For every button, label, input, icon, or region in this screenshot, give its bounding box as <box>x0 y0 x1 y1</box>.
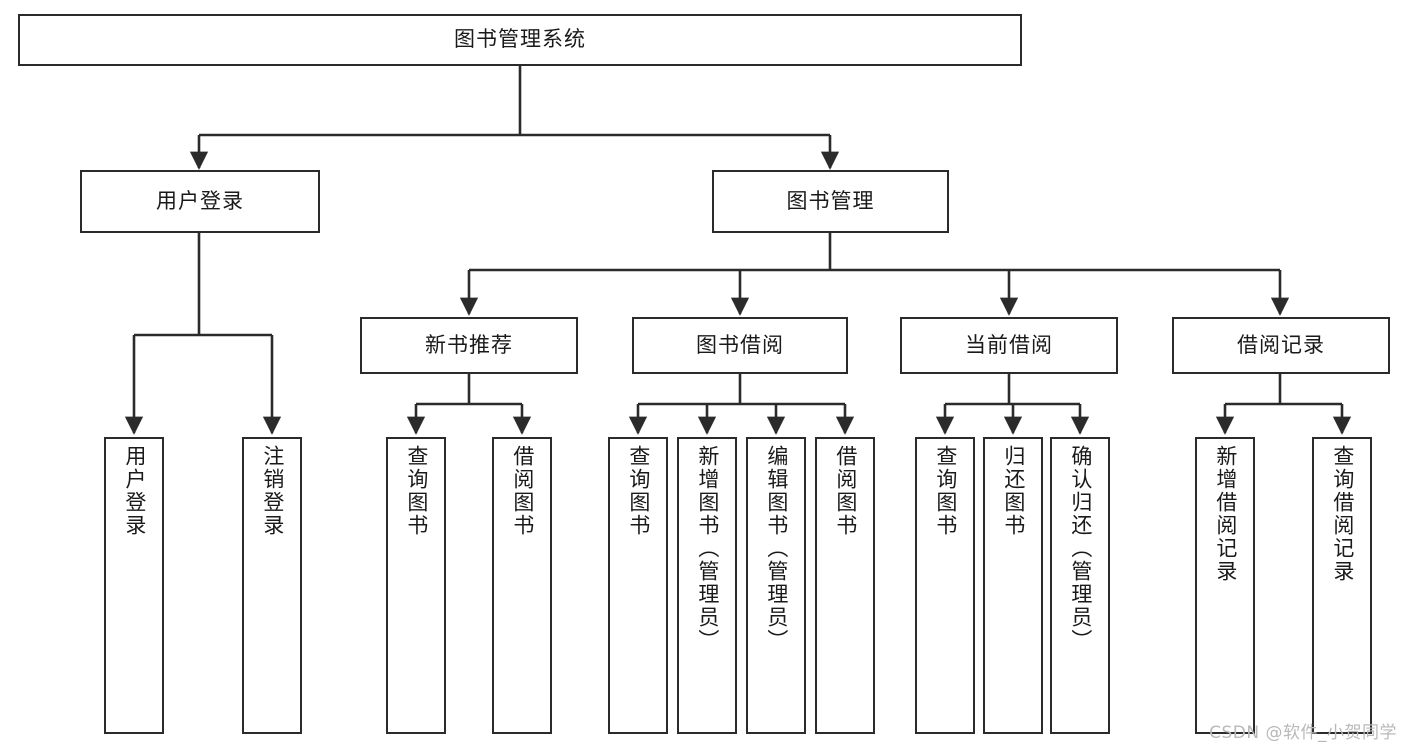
csdn-watermark: CSDN @软件_小贺同学 <box>1209 723 1397 743</box>
leaf-book-borrow-3[interactable]: 编辑图书（管理员） <box>746 437 806 734</box>
node-root[interactable]: 图书管理系统 <box>18 14 1022 66</box>
node-book-manage[interactable]: 图书管理 <box>712 170 949 233</box>
node-new-book-recommend[interactable]: 新书推荐 <box>360 317 578 374</box>
leaf-book-borrow-1-label: 查询图书 <box>626 445 651 537</box>
leaf-current-borrow-2-label: 归还图书 <box>1001 445 1026 537</box>
leaf-new-book-2[interactable]: 借阅图书 <box>492 437 552 734</box>
node-root-label: 图书管理系统 <box>454 27 586 52</box>
leaf-user-login-1[interactable]: 用户登录 <box>104 437 164 734</box>
leaf-user-login-2[interactable]: 注销登录 <box>242 437 302 734</box>
leaf-book-borrow-4-label: 借阅图书 <box>833 445 858 537</box>
leaf-borrow-record-2[interactable]: 查询借阅记录 <box>1312 437 1372 734</box>
leaf-borrow-record-1[interactable]: 新增借阅记录 <box>1195 437 1255 734</box>
leaf-book-borrow-4[interactable]: 借阅图书 <box>815 437 875 734</box>
leaf-current-borrow-2[interactable]: 归还图书 <box>983 437 1043 734</box>
leaf-current-borrow-3[interactable]: 确认归还（管理员） <box>1050 437 1110 734</box>
node-user-login-label: 用户登录 <box>156 188 244 213</box>
leaf-user-login-1-label: 用户登录 <box>122 445 147 537</box>
node-book-borrow-label: 图书借阅 <box>696 332 784 357</box>
leaf-current-borrow-3-label: 确认归还（管理员） <box>1068 445 1093 652</box>
leaf-current-borrow-1-label: 查询图书 <box>933 445 958 537</box>
leaf-new-book-1-label: 查询图书 <box>404 445 429 537</box>
node-borrow-record-label: 借阅记录 <box>1237 332 1325 357</box>
leaf-book-borrow-2[interactable]: 新增图书（管理员） <box>677 437 737 734</box>
node-current-borrow[interactable]: 当前借阅 <box>900 317 1118 374</box>
leaf-new-book-1[interactable]: 查询图书 <box>386 437 446 734</box>
node-book-borrow[interactable]: 图书借阅 <box>632 317 848 374</box>
leaf-user-login-2-label: 注销登录 <box>260 445 285 537</box>
node-new-book-recommend-label: 新书推荐 <box>425 332 513 357</box>
leaf-book-borrow-2-label: 新增图书（管理员） <box>695 445 720 652</box>
leaf-borrow-record-1-label: 新增借阅记录 <box>1213 445 1238 583</box>
leaf-book-borrow-1[interactable]: 查询图书 <box>608 437 668 734</box>
node-borrow-record[interactable]: 借阅记录 <box>1172 317 1390 374</box>
leaf-borrow-record-2-label: 查询借阅记录 <box>1330 445 1355 583</box>
leaf-book-borrow-3-label: 编辑图书（管理员） <box>764 445 789 652</box>
leaf-current-borrow-1[interactable]: 查询图书 <box>915 437 975 734</box>
node-user-login[interactable]: 用户登录 <box>80 170 320 233</box>
node-book-manage-label: 图书管理 <box>786 188 875 213</box>
node-current-borrow-label: 当前借阅 <box>965 332 1053 357</box>
leaf-new-book-2-label: 借阅图书 <box>510 445 535 537</box>
